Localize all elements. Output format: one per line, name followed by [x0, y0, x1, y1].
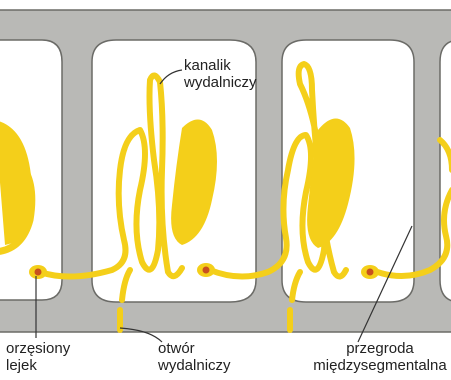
- label-excretory-pore-line1: otwór: [158, 340, 231, 357]
- label-ciliated-funnel: orzęsiony lejek: [6, 340, 70, 374]
- label-excretory-canal-line2: wydalniczy: [184, 74, 257, 91]
- label-intersegmental-septum-line1: przegroda: [300, 340, 451, 357]
- label-intersegmental-septum-line2: międzysegmentalna: [300, 357, 451, 374]
- label-ciliated-funnel-line2: lejek: [6, 357, 70, 374]
- label-intersegmental-septum: przegroda międzysegmentalna: [300, 340, 451, 374]
- label-excretory-pore: otwór wydalniczy: [158, 340, 231, 374]
- label-excretory-canal-line1: kanalik: [184, 57, 257, 74]
- label-ciliated-funnel-line1: orzęsiony: [6, 340, 70, 357]
- label-excretory-pore-line2: wydalniczy: [158, 357, 231, 374]
- label-excretory-canal: kanalik wydalniczy: [184, 57, 257, 91]
